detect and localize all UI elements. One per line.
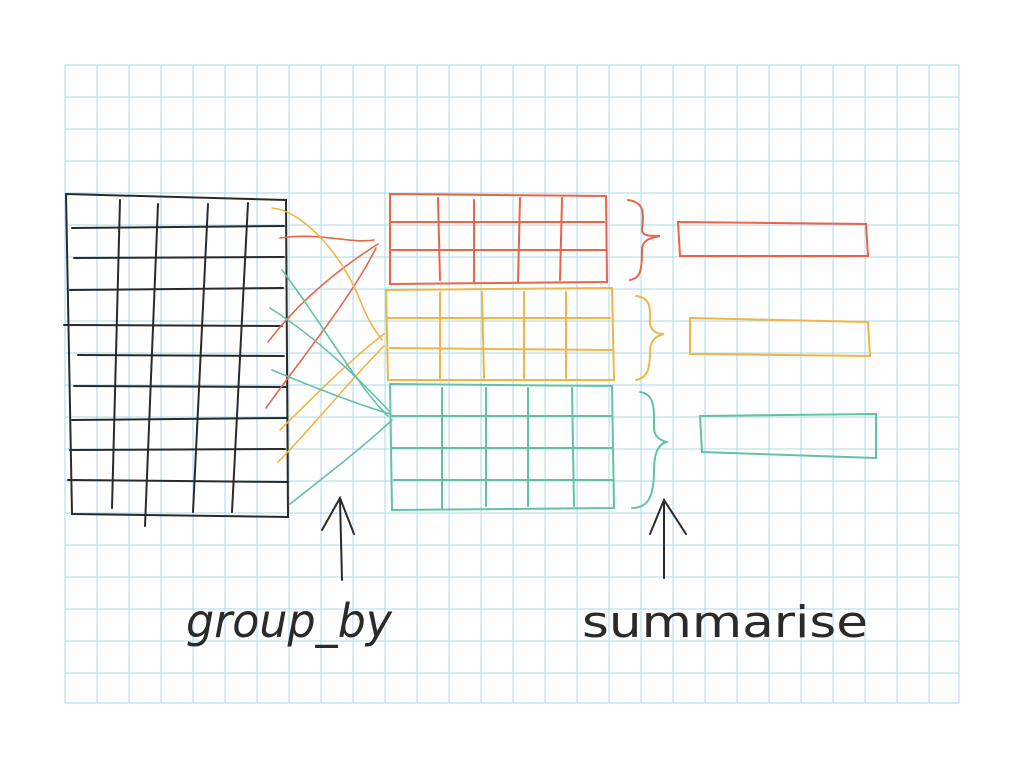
group-red-outline	[389, 192, 609, 286]
source-table-col-line	[111, 199, 121, 509]
brace-red	[627, 199, 661, 281]
grid-border	[64, 64, 960, 704]
group-red-col-line	[437, 197, 441, 281]
summarise-label: summarise	[582, 597, 868, 648]
arrows	[321, 495, 687, 581]
group-yellow-outline	[384, 286, 616, 381]
source-table-row-line	[71, 225, 285, 229]
source-table-row-line	[71, 417, 287, 421]
source-table-row-line	[69, 448, 286, 451]
group-red-col-line	[559, 197, 563, 281]
group-table-teal	[388, 382, 616, 512]
row-mapping-lines	[265, 207, 393, 505]
summary-row-yellow	[689, 316, 872, 358]
source-table-row-line	[73, 385, 287, 388]
source-table-row-line	[77, 354, 285, 357]
group-yellow-row-line	[389, 347, 613, 351]
source-table-row-line	[63, 324, 283, 327]
summary-braces	[627, 199, 670, 509]
group-yellow-col-line	[481, 291, 485, 379]
source-table-row-line	[73, 256, 285, 259]
mapping-line-red	[279, 235, 375, 242]
summarise-arrow	[649, 497, 687, 579]
mapping-line-yellow	[271, 207, 383, 341]
mapping-line-teal	[289, 419, 393, 505]
mapping-line-teal	[281, 269, 389, 417]
source-table	[63, 192, 290, 527]
mapping-line-red	[267, 243, 379, 343]
summary-row-red	[676, 220, 870, 257]
brace-teal	[631, 391, 670, 509]
mapping-line-teal	[271, 369, 391, 415]
source-table-col-line	[192, 203, 209, 513]
mapping-line-teal	[269, 307, 391, 413]
group-by-arrow	[321, 495, 355, 581]
summary-rows	[676, 220, 877, 460]
group-teal-col-line	[571, 387, 575, 507]
group-red-col-line	[517, 197, 521, 283]
brace-yellow	[635, 295, 665, 381]
group-table-red	[389, 192, 609, 286]
group-teal-outline	[388, 382, 616, 512]
mapping-line-yellow	[277, 345, 385, 463]
source-table-row-line	[67, 479, 289, 483]
source-table-col-line	[144, 203, 159, 527]
group-by-label: group_by	[186, 594, 393, 648]
source-table-row-line	[69, 287, 284, 291]
group-table-yellow	[384, 286, 616, 381]
source-table-col-line	[231, 202, 249, 513]
source-table-outline	[64, 192, 290, 519]
summary-row-teal	[698, 412, 877, 460]
mapping-line-yellow	[279, 333, 385, 431]
